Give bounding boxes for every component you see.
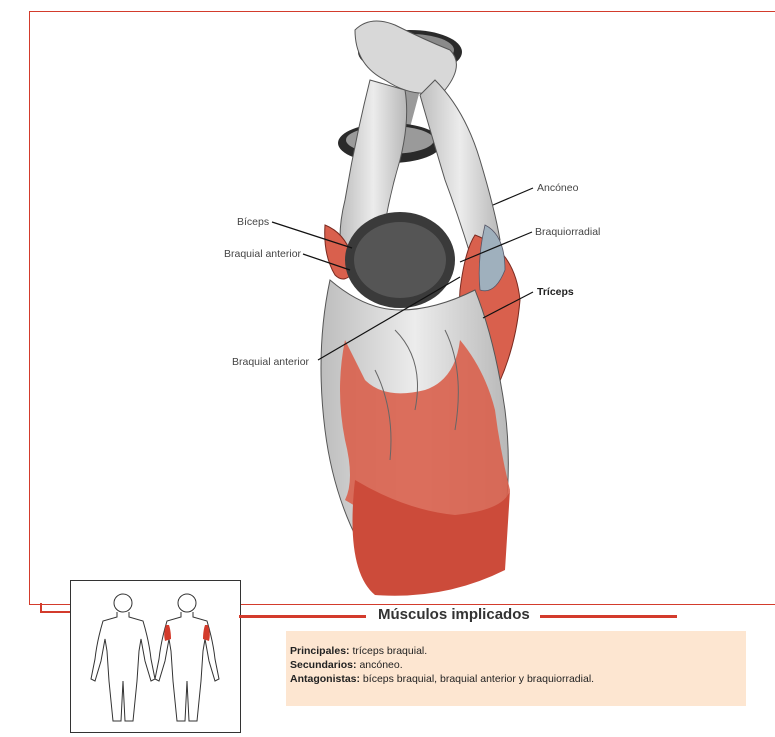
- right-triceps-highlight: [203, 625, 210, 641]
- body-silhouettes: [90, 593, 220, 722]
- section-rule-left: [239, 615, 366, 618]
- secundarios-row: Secundarios: ancóneo.: [290, 659, 403, 672]
- label-triceps: Tríceps: [537, 286, 574, 298]
- label-braquial-anterior-bottom: Braquial anterior: [232, 356, 310, 368]
- secundarios-label: Secundarios:: [290, 659, 357, 671]
- label-biceps: Bíceps: [237, 216, 270, 228]
- label-anconeo: Ancóneo: [537, 182, 579, 194]
- label-braquial-anterior-left: Braquial anterior: [224, 248, 302, 260]
- back-body-outline: [154, 593, 220, 722]
- principales-label: Principales:: [290, 645, 350, 657]
- label-braquiorradial: Braquiorradial: [535, 226, 601, 238]
- secundarios-value: ancóneo.: [356, 659, 403, 671]
- body-diagram-inset: [70, 580, 241, 733]
- antagonistas-value: bíceps braquial, braquial anterior y bra…: [360, 673, 595, 685]
- front-body-outline: [90, 593, 156, 722]
- antagonistas-row: Antagonistas: bíceps braquial, braquial …: [290, 673, 594, 686]
- section-title: Músculos implicados: [378, 606, 530, 623]
- page-frame: [29, 11, 775, 605]
- antagonistas-label: Antagonistas:: [290, 673, 361, 685]
- anatomy-illustration: [320, 20, 521, 596]
- muscles-info-box: Principales: tríceps braquial. Secundari…: [286, 631, 746, 706]
- section-rule-right: [540, 615, 677, 618]
- left-triceps-highlight: [164, 625, 171, 641]
- principales-value: tríceps braquial.: [349, 645, 428, 657]
- principales-row: Principales: tríceps braquial.: [290, 645, 427, 658]
